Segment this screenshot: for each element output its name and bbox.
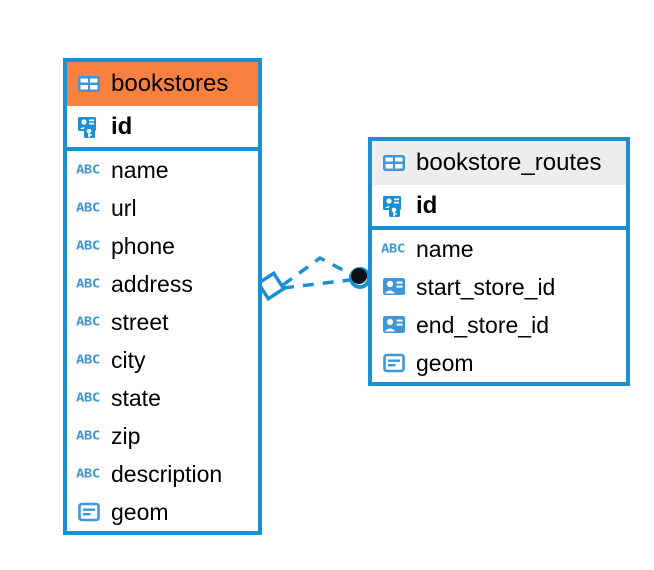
text-abc-icon: ABC: [76, 201, 100, 215]
text-abc-icon: ABC: [381, 242, 405, 256]
relationship-line-upper: [281, 255, 359, 287]
foreign-key-icon: [381, 274, 407, 300]
field-label: geom: [416, 349, 474, 376]
text-abc-icon: ABC: [76, 315, 100, 329]
field-label: id: [111, 112, 133, 140]
field-label: state: [111, 384, 161, 411]
field-label: id: [416, 191, 438, 219]
relationship-target-dot: [351, 268, 367, 284]
field-label: end_store_id: [416, 311, 549, 338]
field-row-street[interactable]: ABC street: [67, 303, 258, 341]
primary-key-icon: [76, 114, 102, 140]
text-abc-icon: ABC: [76, 163, 100, 177]
field-row-primary-key[interactable]: id: [372, 185, 626, 230]
field-label: city: [111, 346, 146, 373]
entity-title: bookstores: [111, 70, 229, 97]
field-row-description[interactable]: ABC description: [67, 455, 258, 493]
entity-header-bookstores[interactable]: bookstores: [67, 62, 258, 106]
foreign-key-icon: [381, 312, 407, 338]
field-label: url: [111, 194, 137, 221]
table-icon: [381, 150, 407, 176]
field-label: address: [111, 270, 193, 297]
field-row-name[interactable]: ABC name: [67, 151, 258, 189]
field-label: geom: [111, 498, 169, 525]
field-label: phone: [111, 232, 175, 259]
field-label: zip: [111, 422, 141, 449]
field-row-end-store-id[interactable]: end_store_id: [372, 306, 626, 344]
text-abc-icon: ABC: [76, 277, 100, 291]
field-row-zip[interactable]: ABC zip: [67, 417, 258, 455]
text-abc-icon: ABC: [76, 429, 100, 443]
field-row-address[interactable]: ABC address: [67, 265, 258, 303]
relationship-target-ring: [349, 267, 371, 289]
field-row-geom[interactable]: geom: [67, 493, 258, 531]
primary-key-icon: [381, 193, 407, 219]
field-label: description: [111, 460, 223, 487]
field-row-name[interactable]: ABC name: [372, 230, 626, 268]
table-icon: [76, 71, 102, 97]
text-abc-icon: ABC: [76, 391, 100, 405]
entity-table-bookstores[interactable]: bookstores id ABC name: [63, 58, 262, 535]
field-label: name: [416, 235, 474, 262]
field-label: start_store_id: [416, 273, 556, 300]
entity-header-bookstore-routes[interactable]: bookstore_routes: [372, 141, 626, 185]
text-abc-icon: ABC: [76, 239, 100, 253]
field-row-start-store-id[interactable]: start_store_id: [372, 268, 626, 306]
geometry-icon: [76, 499, 102, 525]
field-label: street: [111, 308, 169, 335]
relationship-line-lower: [282, 277, 359, 290]
entity-title: bookstore_routes: [416, 149, 602, 176]
field-row-state[interactable]: ABC state: [67, 379, 258, 417]
field-row-geom[interactable]: geom: [372, 344, 626, 382]
field-row-url[interactable]: ABC url: [67, 189, 258, 227]
field-row-city[interactable]: ABC city: [67, 341, 258, 379]
geometry-icon: [381, 350, 407, 376]
text-abc-icon: ABC: [76, 353, 100, 367]
field-label: name: [111, 156, 169, 183]
entity-table-bookstore-routes[interactable]: bookstore_routes id ABC name: [368, 137, 630, 386]
text-abc-icon: ABC: [76, 467, 100, 481]
field-row-phone[interactable]: ABC phone: [67, 227, 258, 265]
field-row-primary-key[interactable]: id: [67, 106, 258, 151]
